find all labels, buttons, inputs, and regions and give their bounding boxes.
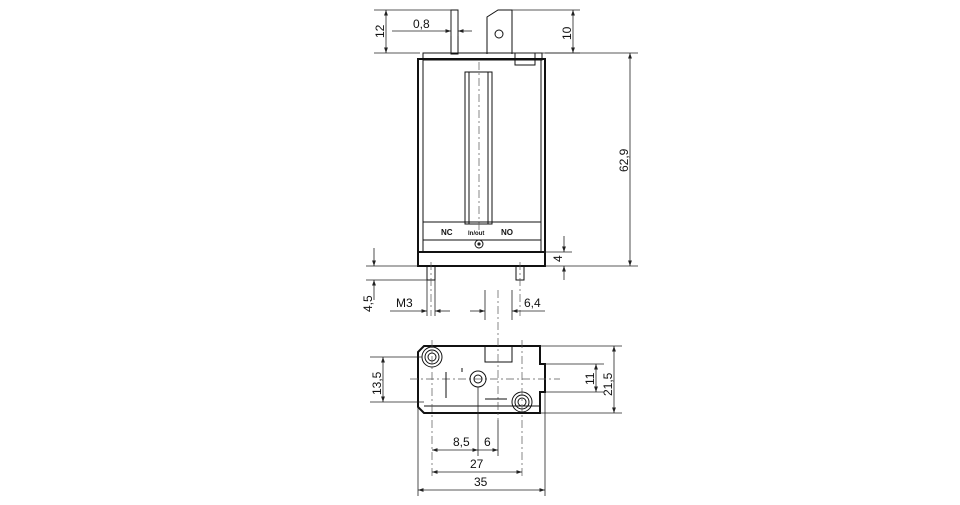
dim-thread-depth: 4,5: [361, 295, 375, 312]
plunger-window: [484, 345, 513, 363]
dim-plunger-width: 6,4: [524, 296, 541, 310]
dim-pin-thickness: 0,8: [413, 17, 430, 31]
dim-body-depth: 21,5: [601, 372, 615, 396]
base-plate: [417, 251, 546, 267]
dim-terminal-height: 10: [560, 26, 574, 40]
terminal-lug: [486, 9, 513, 54]
led-indicator: [474, 239, 484, 249]
dim-hole-spacing-y: 13,5: [370, 371, 384, 395]
top-dimensions: 13,5 11 21,5 8,5 6 27 35: [370, 345, 622, 496]
dim-base-step: 4: [551, 255, 565, 262]
dim-offset-b: 6: [484, 435, 491, 449]
top-view-outline: [417, 345, 546, 414]
nc-label: NC: [441, 228, 453, 237]
dim-offset-a: 8,5: [453, 435, 470, 449]
contact-pin: [450, 9, 459, 55]
terminal-hole: [494, 29, 504, 39]
dim-thread: M3: [396, 296, 413, 310]
housing-body: [417, 58, 546, 253]
front-dimensions: 12 0,8 10 62,9 4 4,5 M3: [361, 9, 638, 320]
label-panel: [422, 221, 542, 241]
center-label: In/out: [468, 231, 484, 237]
dim-hole-spacing-x: 27: [470, 457, 484, 471]
dim-body-height: 62,9: [617, 148, 631, 172]
front-view: NC In/out NO: [417, 9, 546, 316]
no-label: NO: [501, 228, 513, 237]
dim-pin-height: 12: [373, 24, 387, 38]
dim-body-width: 35: [474, 475, 488, 489]
dim-slot-width: 11: [583, 372, 597, 385]
